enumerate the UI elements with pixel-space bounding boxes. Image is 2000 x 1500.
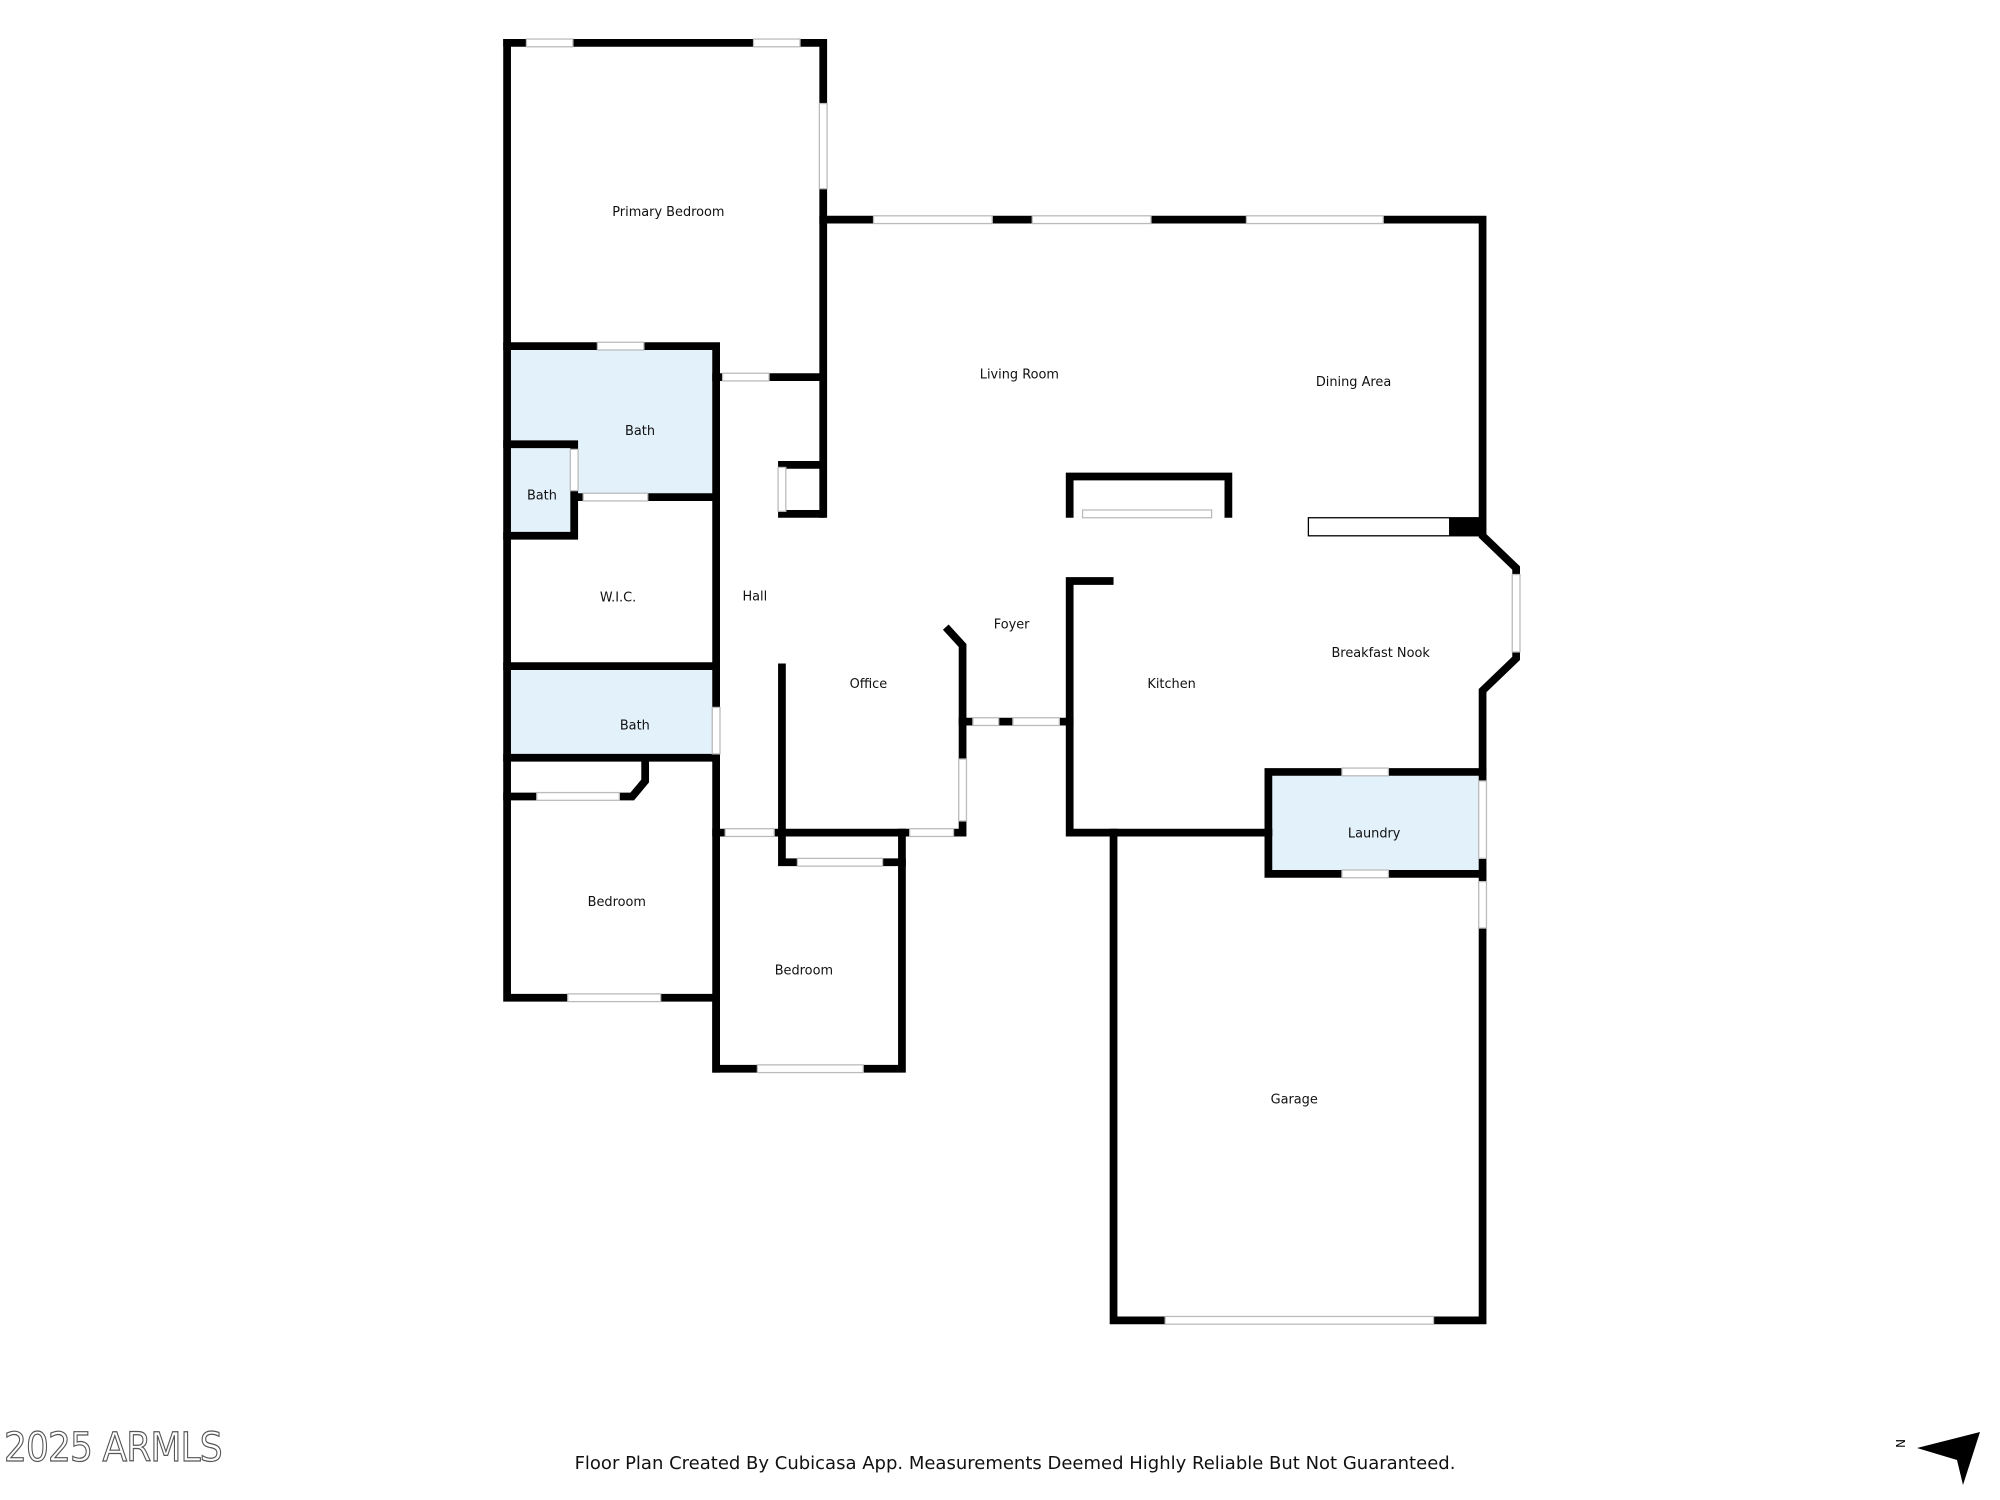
room-label-bedroom: Bedroom bbox=[775, 964, 833, 979]
room-label-hall: Hall bbox=[742, 589, 767, 604]
room-label-bath: Bath bbox=[620, 718, 650, 733]
room-label-kitchen: Kitchen bbox=[1147, 677, 1195, 692]
room-label-foyer: Foyer bbox=[994, 618, 1030, 633]
room-label-dining-area: Dining Area bbox=[1316, 375, 1391, 390]
north-arrow-icon: N bbox=[1895, 1432, 1980, 1485]
room-label-primary-bedroom: Primary Bedroom bbox=[612, 205, 724, 220]
laundry-fill bbox=[1268, 771, 1483, 874]
watermark: 2025 ARMLS bbox=[3, 1424, 223, 1471]
room-label-wic: W.I.C. bbox=[600, 591, 636, 606]
room-label-laundry: Laundry bbox=[1348, 827, 1401, 842]
room-label-living-room: Living Room bbox=[980, 367, 1059, 382]
north-label: N bbox=[1895, 1439, 1907, 1448]
room-label-bath: Bath bbox=[625, 424, 655, 439]
room-label-garage: Garage bbox=[1271, 1093, 1318, 1108]
room-label-bath: Bath bbox=[527, 489, 557, 504]
bath-fill bbox=[510, 444, 575, 536]
disclaimer: Floor Plan Created By Cubicasa App. Meas… bbox=[574, 1453, 1456, 1474]
room-labels: Primary Bedroom Living Room Dining Area … bbox=[527, 205, 1430, 1108]
room-label-office: Office bbox=[850, 677, 888, 692]
room-label-bedroom: Bedroom bbox=[588, 895, 646, 910]
windows-doors bbox=[525, 38, 1521, 1325]
room-label-breakfast-nook: Breakfast Nook bbox=[1331, 646, 1430, 661]
bath-fill bbox=[510, 666, 717, 758]
